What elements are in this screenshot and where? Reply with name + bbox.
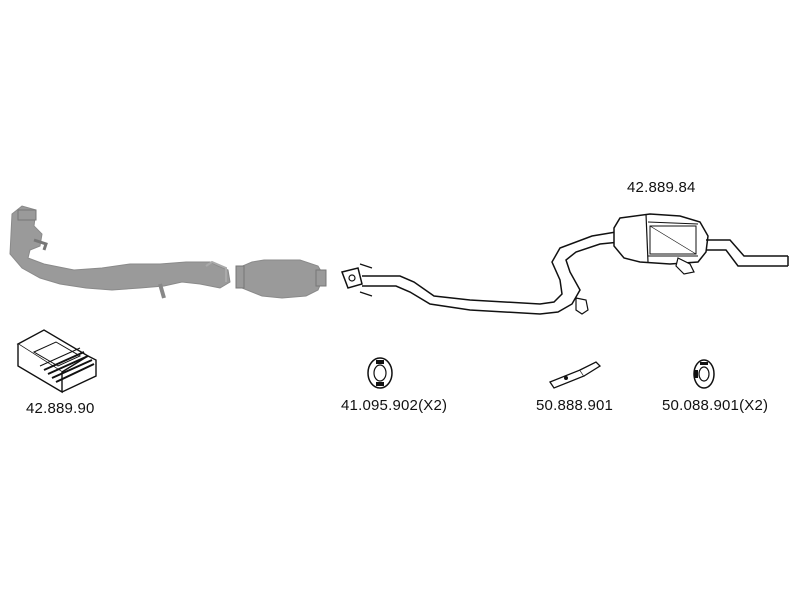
rubber-mount-part-number: 50.088.901(X2) xyxy=(662,397,769,414)
mounting-kit-part-number: 42.889.90 xyxy=(26,400,95,417)
mounting-kit[interactable] xyxy=(16,329,97,394)
rear-muffler-assembly[interactable] xyxy=(341,213,789,315)
front-pipe[interactable] xyxy=(9,205,231,299)
catalytic-converter[interactable] xyxy=(235,259,327,299)
rubber-hanger-part-number: 41.095.902(X2) xyxy=(341,397,448,414)
mounting-bracket-part-number: 50.888.901 xyxy=(536,397,614,414)
rear-muffler-part-number: 42.889.84 xyxy=(627,179,696,196)
rubber-hanger[interactable] xyxy=(367,357,393,389)
rubber-mount[interactable] xyxy=(693,359,715,389)
mounting-bracket[interactable] xyxy=(549,361,602,389)
